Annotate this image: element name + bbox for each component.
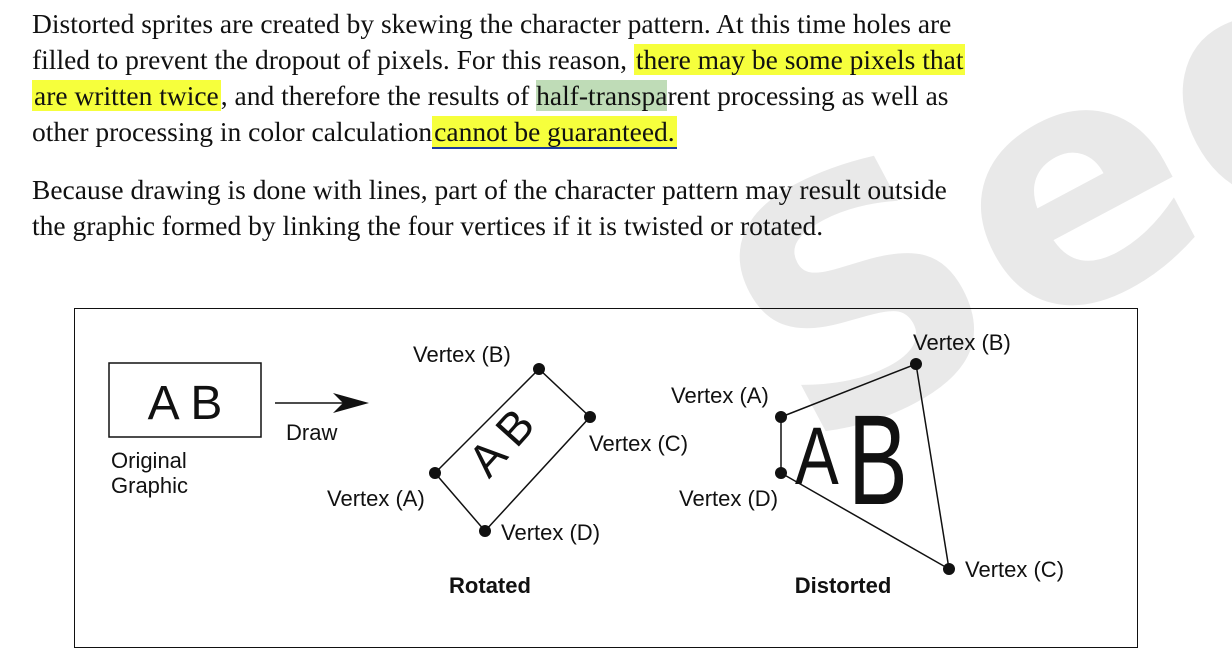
text-line: the graphic formed by linking the four v…: [32, 210, 824, 241]
distorted-vertex-c-label: Vertex (C): [965, 557, 1064, 582]
rotated-vertex-a-dot: [429, 467, 441, 479]
rotated-vertex-d-label: Vertex (D): [501, 520, 600, 545]
original-label-line1: Original: [111, 448, 187, 473]
sprite-diagram: A B Original Graphic Draw A B Vertex (B)…: [108, 330, 1064, 598]
rotated-vertex-a-label: Vertex (A): [327, 486, 425, 511]
draw-arrow-icon: [333, 393, 369, 413]
rotated-vertex-c-dot: [584, 411, 596, 423]
yellow-highlight: are written twice: [32, 80, 221, 111]
rotated-vertex-b-dot: [533, 363, 545, 375]
text-line: Distorted sprites are created by skewing…: [32, 6, 965, 42]
rotated-letters: A B: [458, 398, 545, 486]
distorted-vertex-b-label: Vertex (B): [913, 330, 1011, 355]
paragraph-distorted-sprites: Distorted sprites are created by skewing…: [32, 6, 966, 150]
distorted-vertex-c-dot: [943, 563, 955, 575]
paragraph-drawing-lines: Because drawing is done with lines, part…: [32, 172, 947, 244]
text-run: Distorted sprites are created by skewing…: [32, 8, 952, 39]
text-line: filled to prevent the dropout of pixels.…: [32, 42, 966, 78]
original-letters: A B: [148, 377, 223, 430]
sprite-figure: A B Original Graphic Draw A B Vertex (B)…: [74, 308, 1138, 648]
text-run: other processing in color calculation: [32, 116, 433, 147]
yellow-highlight: there may be some pixels that: [633, 44, 966, 75]
distorted-vertex-a-dot: [775, 411, 787, 423]
original-label-line2: Graphic: [111, 473, 188, 498]
text-run: rent processing as well as: [667, 80, 949, 111]
text-line: other processing in color calculationcan…: [32, 114, 965, 150]
distorted-letter-b: B: [848, 389, 908, 532]
yellow-highlight-underlined: cannot be guaranteed.: [432, 116, 677, 149]
distorted-caption: Distorted: [795, 573, 892, 598]
distorted-vertex-b-dot: [910, 358, 922, 370]
distorted-letter-a: A: [795, 410, 839, 502]
distorted-vertex-d-label: Vertex (D): [679, 486, 778, 511]
text-line: are written twice, and therefore the res…: [32, 78, 965, 114]
draw-label: Draw: [286, 420, 337, 445]
rotated-vertex-d-dot: [479, 525, 491, 537]
text-line: Because drawing is done with lines, part…: [32, 174, 947, 205]
distorted-vertex-a-label: Vertex (A): [671, 383, 769, 408]
rotated-vertex-b-label: Vertex (B): [413, 342, 511, 367]
rotated-vertex-c-label: Vertex (C): [589, 431, 688, 456]
original-graphic-box: [108, 362, 262, 438]
distorted-vertex-d-dot: [775, 467, 787, 479]
green-highlight: half-transpa: [536, 80, 668, 111]
text-run: filled to prevent the dropout of pixels.…: [32, 44, 627, 75]
rotated-caption: Rotated: [449, 573, 531, 598]
text-run: , and therefore the results of: [220, 80, 537, 111]
